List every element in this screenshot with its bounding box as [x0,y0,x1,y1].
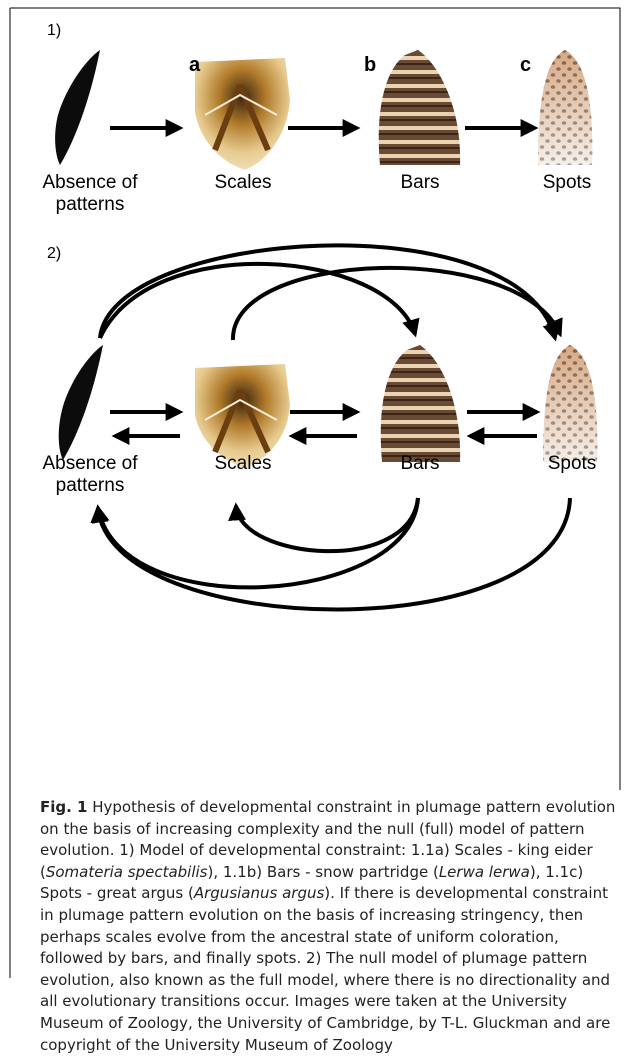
caption-text-2: ), 1.1b) Bars - snow partridge ( [208,863,439,881]
caption-fig-label: Fig. 1 [40,798,87,816]
spots-feather-image-2 [543,345,597,462]
label-absence-line1-2: Absence of [30,453,150,475]
label-absence-of-patterns-2: Absence of patterns [30,453,150,497]
frame-top-right-line [10,8,620,790]
black-feather-image-2 [59,345,103,460]
panel-1-number: 1) [47,22,61,40]
letter-a: a [189,54,200,77]
label-absence-line1: Absence of [30,172,150,194]
scales-feather-image [195,58,290,170]
black-feather-image [55,50,100,165]
caption-species-2: Lerwa lerwa [439,863,530,881]
label-bars-2: Bars [375,453,465,475]
letter-c: c [520,54,531,77]
label-scales-1: Scales [198,172,288,194]
label-absence-line2: patterns [30,194,150,216]
caption-text-4: ). If there is developmental constraint … [40,884,610,1053]
panel-1-feathers [55,50,592,170]
letter-b: b [364,54,376,77]
arc-spots-to-absence [98,498,570,610]
panel-2-arrows [98,245,570,609]
label-bars-1: Bars [375,172,465,194]
caption-species-3: Argusianus argus [194,884,324,902]
panel-2-number: 2) [47,245,61,263]
bars-feather-image [379,50,460,165]
spots-feather-image [538,50,592,165]
arc-bars-to-absence [98,498,418,587]
caption-species-1: Somateria spectabilis [46,863,208,881]
bars-feather-image-2 [381,345,460,462]
panel-2-feathers [59,345,598,468]
label-spots-1: Spots [522,172,612,194]
figure-caption: Fig. 1 Hypothesis of developmental const… [40,797,618,1056]
label-scales-2: Scales [198,453,288,475]
label-absence-of-patterns-1: Absence of patterns [30,172,150,216]
label-absence-line2-2: patterns [30,475,150,497]
label-spots-2: Spots [527,453,617,475]
arc-absence-to-spots [100,245,555,338]
arc-bars-to-scales [236,498,418,551]
